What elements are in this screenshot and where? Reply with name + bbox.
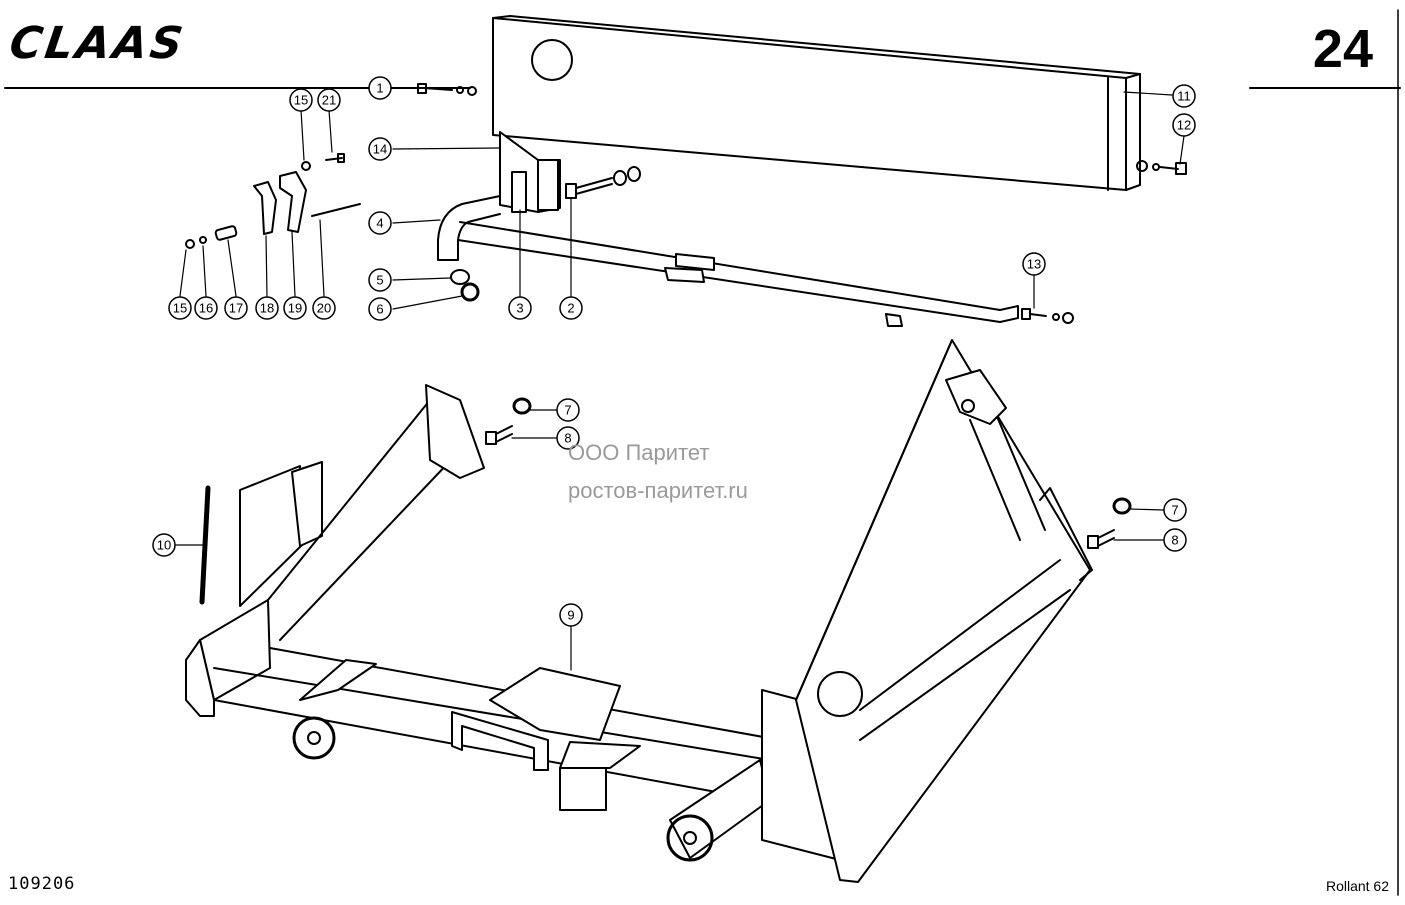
callout-4: 4 — [368, 211, 392, 235]
latch-assembly — [185, 153, 361, 249]
part-4-tube — [437, 195, 1019, 327]
part-12-bolt — [1136, 160, 1187, 175]
part-7-8-right-fasteners — [1087, 497, 1132, 549]
callout-number: 9 — [567, 608, 574, 623]
callout-13: 13 — [1022, 252, 1046, 276]
callout-19: 19 — [283, 296, 307, 320]
callout-8: 8 — [556, 426, 580, 450]
part-7-8-upper-fasteners — [485, 397, 532, 445]
watermark-url: ростов-паритет.ru — [568, 478, 748, 503]
part-6-nut — [460, 282, 480, 302]
callout-number: 8 — [564, 431, 571, 446]
callout-15: 15 — [168, 296, 192, 320]
callout-17: 17 — [224, 296, 248, 320]
callout-number: 14 — [373, 142, 387, 157]
callout-number: 6 — [376, 302, 383, 317]
callout-7: 7 — [1163, 498, 1187, 522]
callout-7: 7 — [556, 398, 580, 422]
callout-number: 16 — [199, 301, 213, 316]
callout-3: 3 — [508, 296, 532, 320]
part-9-main-frame — [185, 339, 1093, 883]
callout-number: 7 — [564, 403, 571, 418]
leader-lines — [175, 87, 1185, 671]
callout-number: 20 — [317, 301, 331, 316]
part-11-beam — [492, 15, 1141, 191]
callout-number: 10 — [157, 538, 171, 553]
callout-12: 12 — [1172, 113, 1196, 137]
callout-14: 14 — [368, 137, 392, 161]
callout-number: 4 — [376, 216, 383, 231]
callout-number: 11 — [1177, 89, 1191, 104]
callout-18: 18 — [255, 296, 279, 320]
callout-15: 15 — [289, 88, 313, 112]
callout-number: 18 — [260, 301, 274, 316]
callout-number: 2 — [567, 301, 574, 316]
callout-number: 13 — [1027, 257, 1041, 272]
part-14-bracket — [499, 131, 561, 213]
brand-logo: CLAAS — [6, 18, 189, 69]
callout-number: 1 — [376, 81, 383, 96]
part-1-bolt — [417, 83, 477, 96]
callout-number: 15 — [294, 93, 308, 108]
callout-11: 11 — [1172, 84, 1196, 108]
callout-2: 2 — [559, 296, 583, 320]
callout-8: 8 — [1163, 528, 1187, 552]
callout-number: 17 — [229, 301, 243, 316]
page-number: 24 — [1312, 19, 1373, 79]
document-number: 109206 — [8, 874, 76, 894]
callout-16: 16 — [194, 296, 218, 320]
callout-number: 15 — [173, 301, 187, 316]
part-13-bolt — [1021, 308, 1074, 324]
callout-number: 5 — [376, 273, 383, 288]
callout-20: 20 — [312, 296, 336, 320]
callout-number: 8 — [1171, 533, 1178, 548]
part-5-washer — [450, 269, 470, 285]
callout-10: 10 — [152, 533, 176, 557]
callout-21: 21 — [317, 88, 341, 112]
callout-9: 9 — [559, 603, 583, 627]
callout-number: 21 — [322, 93, 336, 108]
callout-number: 3 — [516, 301, 523, 316]
part-2-bolt — [565, 166, 641, 199]
callout-5: 5 — [368, 268, 392, 292]
callout-number: 12 — [1177, 118, 1191, 133]
watermark-company: ООО Паритет — [568, 440, 710, 465]
callout-number: 7 — [1171, 503, 1178, 518]
callout-1: 1 — [368, 76, 392, 100]
callout-6: 6 — [368, 297, 392, 321]
callout-number: 19 — [288, 301, 302, 316]
model-name: Rollant 62 — [1325, 878, 1389, 894]
